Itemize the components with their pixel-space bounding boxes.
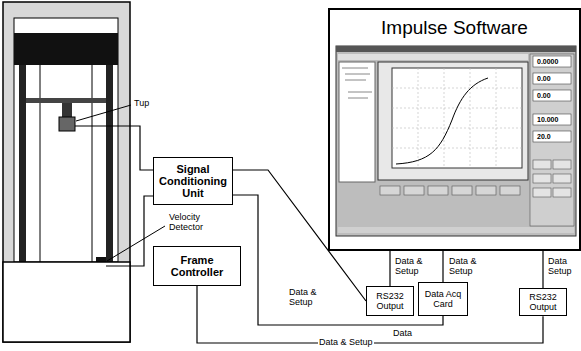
grid [392, 68, 522, 168]
top-block [14, 33, 118, 65]
port-box: RS232 Output [519, 288, 567, 316]
sensor-wire [75, 126, 153, 170]
plot-area [392, 68, 522, 168]
tup-symbol [59, 117, 75, 131]
value-fields [533, 56, 571, 142]
toolbar [338, 54, 528, 60]
tower-base [3, 262, 130, 342]
box-label: Frame Controller [158, 254, 236, 279]
tower-inner [14, 18, 118, 262]
box-label: RS232 Output [524, 292, 562, 312]
status-bar [338, 227, 574, 233]
crosshead [26, 98, 106, 103]
signal-line [542, 251, 543, 288]
signal-line [233, 195, 443, 325]
connector-label: Data & Setup [288, 287, 324, 307]
connector-label: Data & Setup [448, 256, 484, 276]
panel-title: Impulse Software [381, 13, 528, 38]
part-label: Velocity Detector [168, 212, 214, 232]
readout-value: 0.00 [536, 92, 552, 99]
panel-buttons [533, 160, 571, 197]
software-panel: Impulse Software [328, 8, 581, 251]
guide-rod [92, 65, 93, 262]
port-box: RS232 Output [366, 286, 414, 316]
signal-line [442, 251, 443, 282]
readout-value: 0.00 [536, 75, 552, 82]
process-box: Frame Controller [153, 246, 241, 286]
box-label: RS232 Output [371, 291, 409, 311]
sensor-wires [75, 126, 153, 266]
window [336, 46, 576, 236]
connector-label: Data & Setup [318, 337, 374, 347]
chart-pane [378, 62, 528, 180]
tower-frame [3, 2, 130, 342]
connector-label: Data [392, 328, 413, 338]
box-label: Data Acq Card [423, 289, 463, 309]
card-box: Data Acq Card [418, 282, 468, 316]
tup-holder [62, 103, 72, 117]
signal-line [389, 251, 390, 286]
force-curve [396, 78, 488, 164]
box-label: Signal Conditioning Unit [158, 163, 228, 200]
button-row [380, 186, 520, 195]
title-bar [336, 46, 576, 52]
readout-value: 20.0 [536, 133, 552, 140]
readout-value: 0.0000 [536, 58, 559, 65]
connector-label: Data & Setup [394, 256, 430, 276]
connector-label: Data Setup [547, 256, 579, 276]
side-panel [530, 54, 574, 226]
leader-lines [76, 105, 165, 261]
tree-pane [339, 62, 375, 182]
signal-line [233, 170, 366, 301]
column [106, 65, 113, 262]
leader-line [76, 105, 131, 121]
guide-rod [40, 65, 41, 262]
drop-tower [3, 2, 130, 342]
process-box: Signal Conditioning Unit [153, 157, 233, 205]
sensor-wire [106, 196, 153, 266]
tree-lines [342, 68, 372, 98]
signal-line [197, 286, 543, 343]
software-screenshot [336, 46, 576, 236]
column [19, 65, 26, 262]
readout-value: 10.000 [536, 116, 559, 123]
part-label: Tup [133, 98, 150, 108]
